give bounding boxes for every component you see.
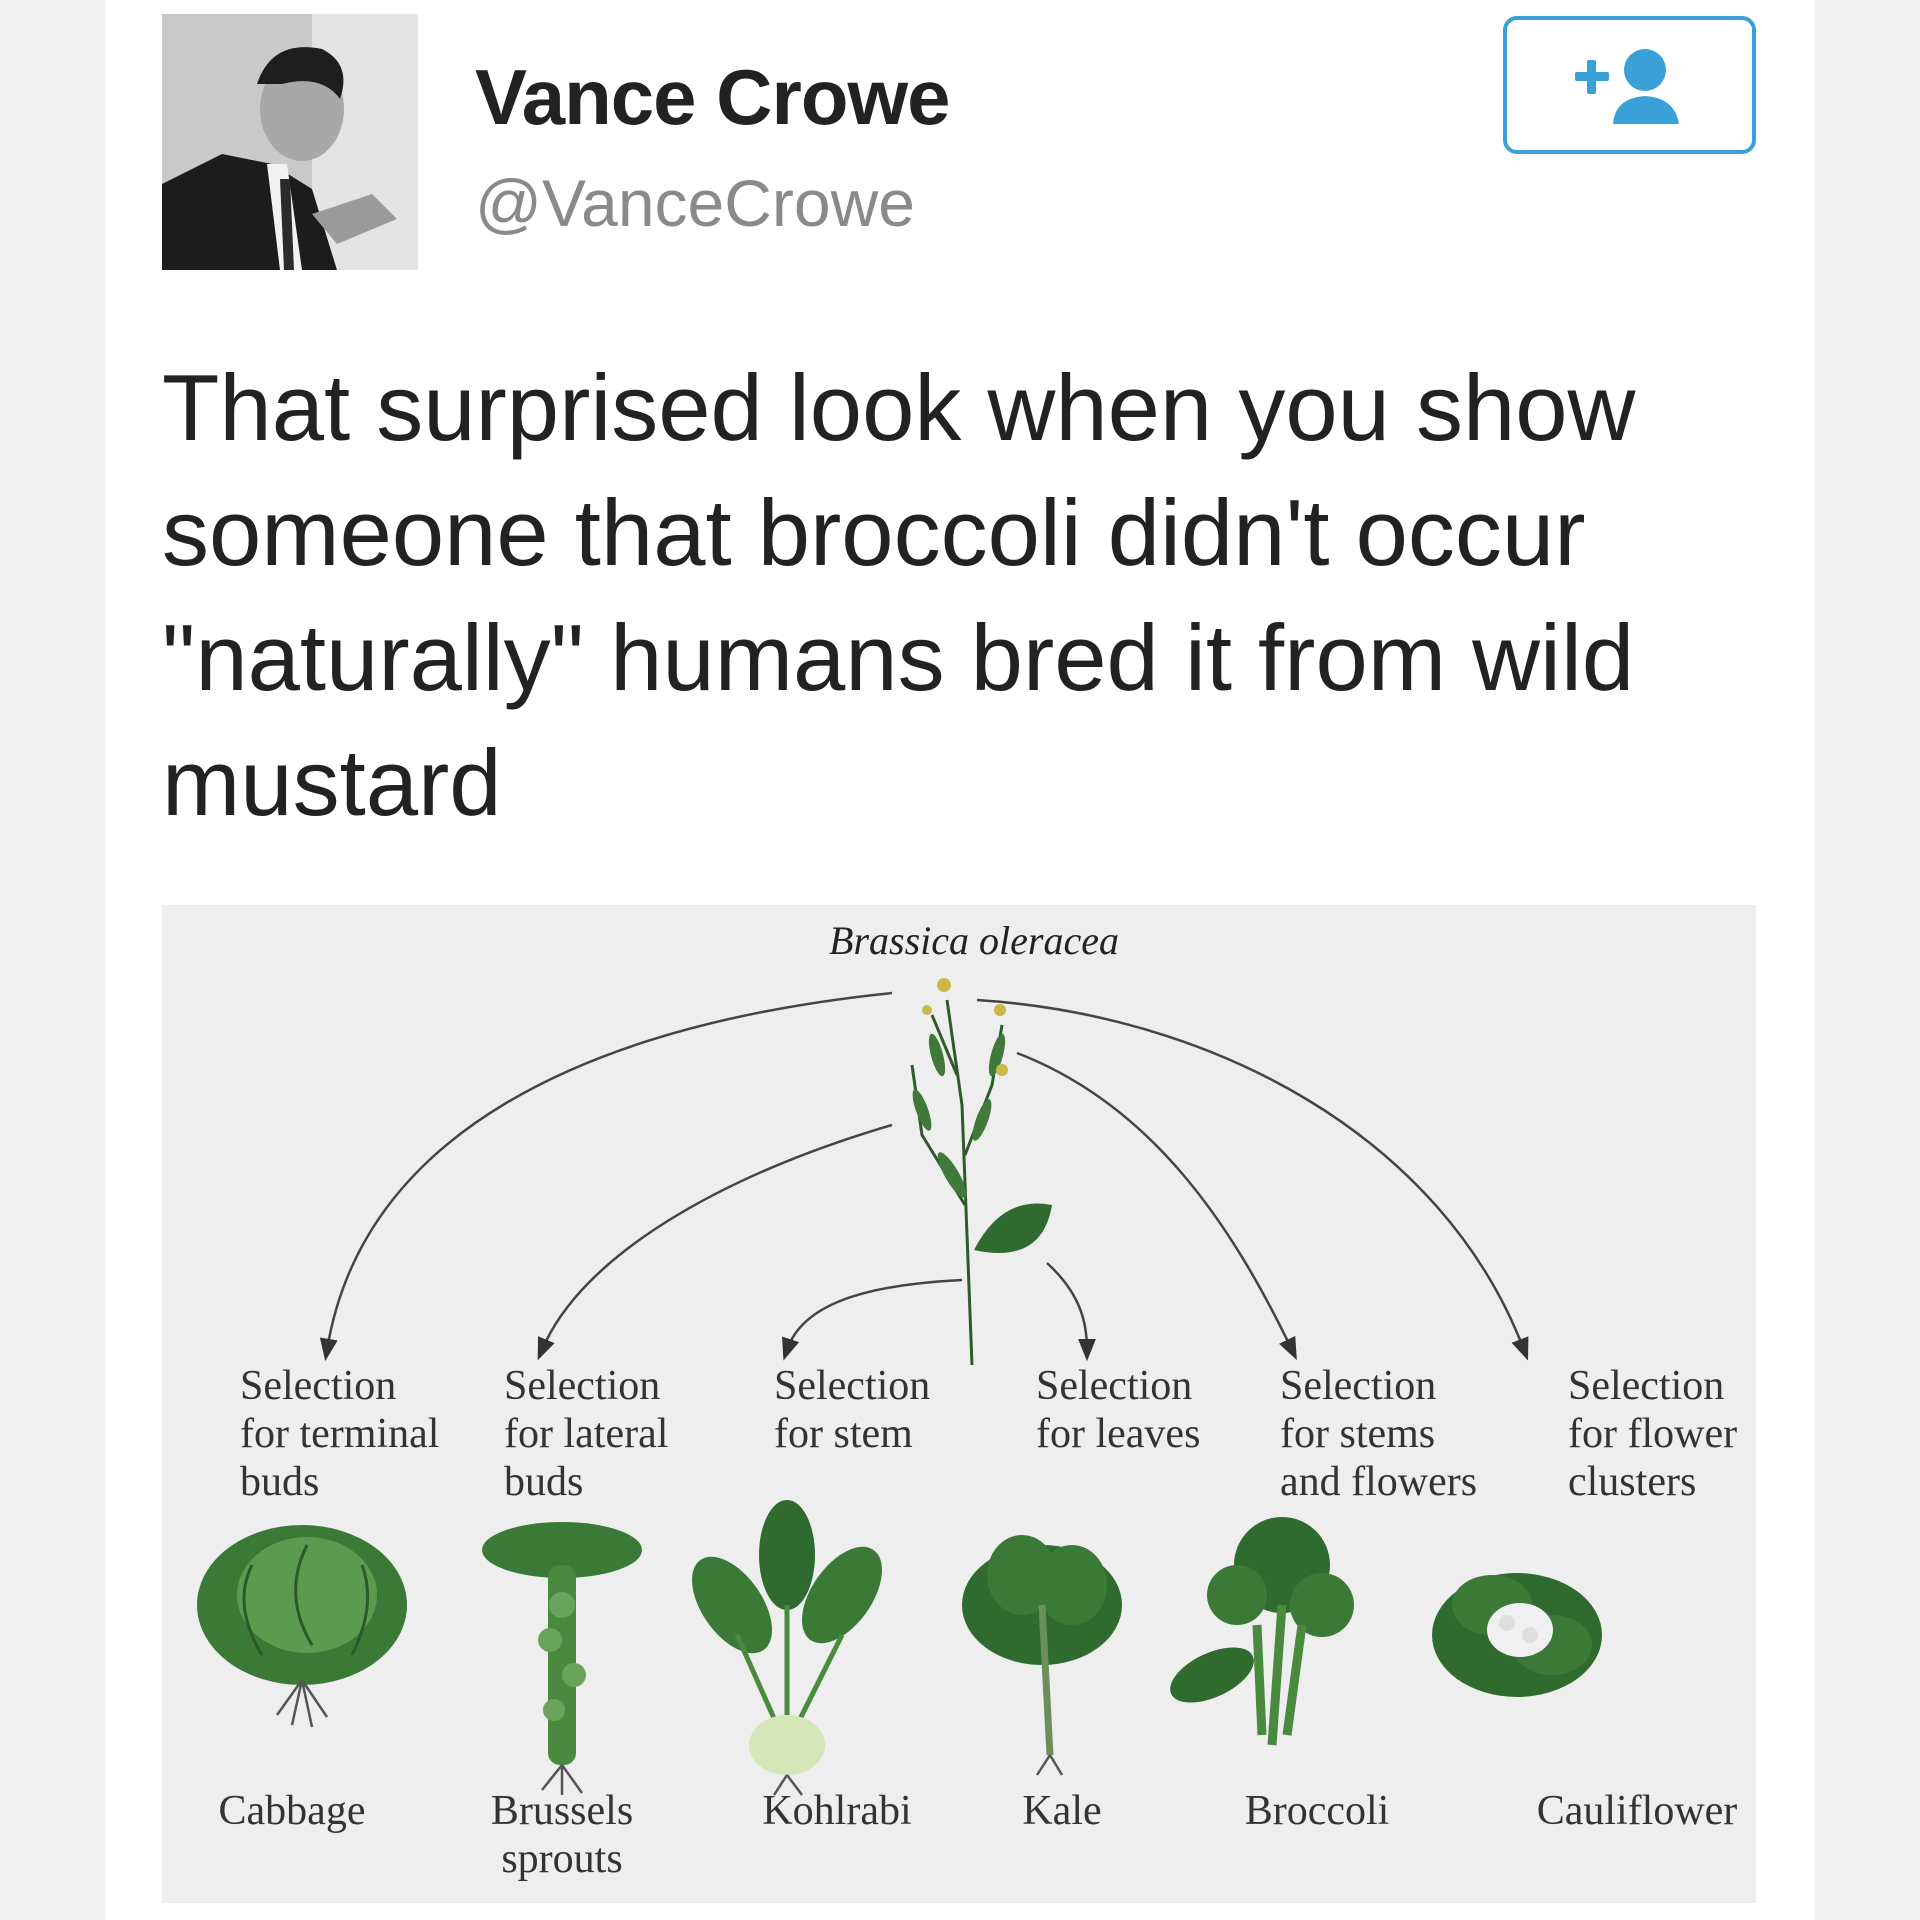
cauliflower-illustration xyxy=(1432,1573,1602,1697)
vegetable-label-broccoli: Broccoli xyxy=(1244,1788,1390,1834)
vegetable-label-brussels-sprouts: Brussels sprouts xyxy=(490,1788,634,1882)
arrow-lateral-buds xyxy=(537,1123,893,1361)
follow-button[interactable] xyxy=(1503,16,1756,154)
species-label: Brassica oleracea xyxy=(829,918,1119,963)
arrow-stems-flowers xyxy=(1016,1051,1297,1361)
selection-stem: Selection for stem xyxy=(774,1363,931,1457)
selection-lateral-buds: Selection for lateral buds xyxy=(504,1363,669,1505)
vegetable-label-cauliflower: Cauliflower xyxy=(1536,1788,1738,1834)
vegetable-label-kohlrabi: Kohlrabi xyxy=(762,1788,912,1834)
selection-flower-clusters: Selection for flower clusters xyxy=(1568,1363,1738,1505)
add-user-icon xyxy=(1574,49,1679,124)
vegetable-label-cabbage: Cabbage xyxy=(218,1788,366,1834)
selection-stems-flowers: Selection for stems and flowers xyxy=(1280,1363,1478,1505)
arrow-leaves xyxy=(1046,1262,1096,1362)
brussels-sprouts-illustration xyxy=(482,1522,642,1795)
vegetable-label-kale: Kale xyxy=(1022,1788,1102,1834)
selection-leaves: Selection for leaves xyxy=(1036,1363,1201,1457)
arrow-flower-clusters xyxy=(976,998,1529,1361)
diagram-graphics xyxy=(197,978,1602,1796)
broccoli-illustration xyxy=(1170,1517,1354,1746)
user-handle[interactable]: @VanceCrowe xyxy=(475,166,915,240)
arrow-stem xyxy=(782,1278,963,1361)
cabbage-illustration xyxy=(197,1525,407,1728)
selection-terminal-buds: Selection for terminal buds xyxy=(240,1363,440,1505)
kohlrabi-illustration xyxy=(692,1500,882,1796)
display-name[interactable]: Vance Crowe xyxy=(475,53,951,141)
arrow-terminal-buds xyxy=(319,991,893,1362)
kale-illustration xyxy=(962,1535,1122,1776)
avatar[interactable] xyxy=(162,14,418,270)
tweet-text: That surprised look when you show someon… xyxy=(162,355,1636,835)
brassica-diagram: Brassica oleracea Selection for terminal… xyxy=(162,905,1756,1903)
